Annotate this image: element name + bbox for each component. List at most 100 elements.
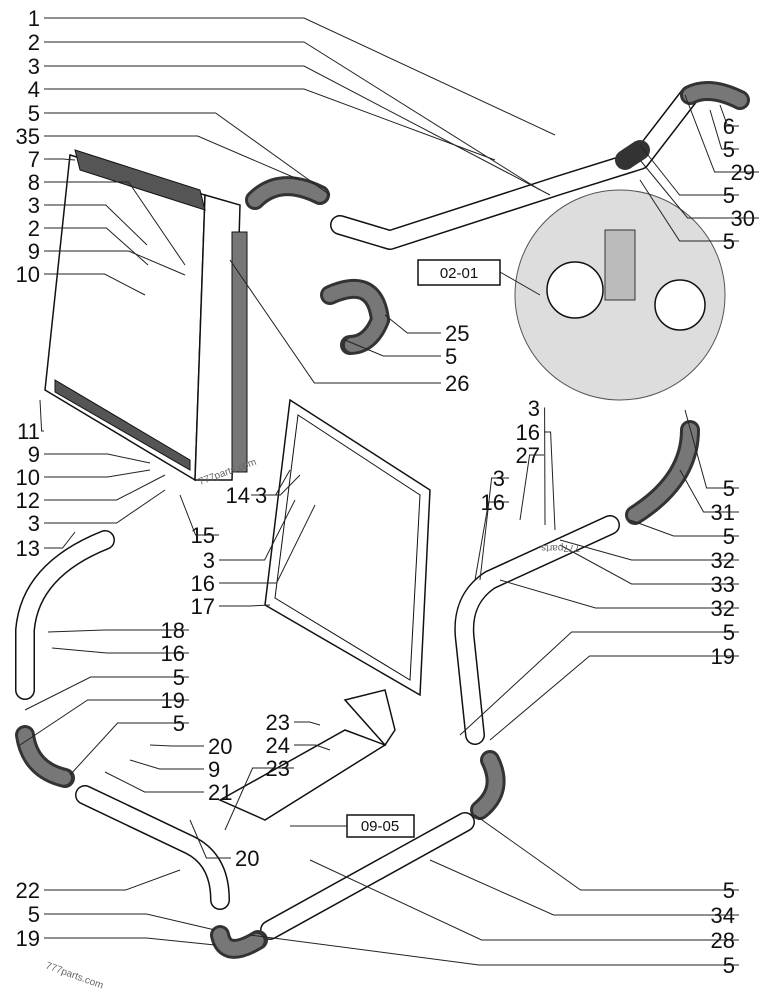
leader-line — [344, 339, 441, 357]
leader-line — [44, 65, 551, 196]
callout-number: 35 — [16, 124, 40, 149]
leader-line — [251, 474, 301, 496]
leader-line — [544, 431, 556, 531]
leader-line — [44, 453, 151, 464]
callouts: 1234535783291011910123131531617181651952… — [16, 6, 759, 978]
callout-number: 26 — [445, 371, 469, 396]
callout-number: 12 — [16, 488, 40, 513]
leader-line — [429, 859, 739, 916]
callout-number: 20 — [235, 846, 259, 871]
leader-line — [629, 519, 739, 537]
leader-line — [44, 204, 148, 246]
leader-line — [44, 227, 149, 266]
leader-line — [44, 469, 151, 478]
leader-line — [44, 273, 146, 296]
shroud-frame — [264, 398, 431, 697]
callout-number: 4 — [28, 77, 40, 102]
callout-number: 20 — [208, 734, 232, 759]
callout-number: 8 — [28, 170, 40, 195]
callout-number: 3 — [528, 396, 540, 421]
leader-line — [249, 934, 739, 966]
leader-line — [19, 699, 189, 746]
radiator — [44, 149, 248, 482]
leader-line — [294, 721, 321, 726]
leader-line — [499, 579, 739, 609]
ref-bracket-label: 09-05 — [361, 818, 399, 835]
leader-line — [294, 744, 331, 751]
leader-line — [44, 88, 496, 161]
engine — [514, 189, 726, 401]
callout-number: 22 — [16, 878, 40, 903]
leader-line — [24, 676, 189, 711]
leader-line — [719, 104, 739, 127]
callout-number: 17 — [191, 594, 215, 619]
callout-number: 19 — [16, 926, 40, 951]
leader-line — [474, 814, 739, 891]
leader-line — [684, 409, 739, 489]
leader-line — [44, 17, 556, 136]
callout-number: 25 — [445, 321, 469, 346]
watermark: 777parts.com — [44, 960, 105, 991]
leader-line — [129, 759, 204, 770]
leader-line — [559, 539, 739, 561]
leader-line — [44, 913, 216, 931]
callout-number: 14 — [226, 483, 250, 508]
leader-line — [219, 499, 296, 561]
leader-line — [44, 474, 166, 501]
leader-line — [709, 109, 739, 150]
callout-number: 13 — [16, 536, 40, 561]
callout-number: 9 — [28, 239, 40, 264]
callout-number: 7 — [28, 147, 40, 172]
leader-line — [479, 477, 509, 581]
leader-line — [229, 259, 441, 384]
seal-strip — [231, 231, 248, 473]
callout-number: 1 — [28, 6, 40, 31]
leader-line — [44, 158, 76, 161]
leader-line — [309, 859, 739, 941]
bracket — [218, 729, 387, 821]
leader-line — [149, 744, 204, 747]
leader-line — [51, 647, 189, 654]
leader-line — [559, 544, 739, 585]
leader-line — [679, 469, 739, 513]
leader-line — [69, 722, 189, 776]
leader-line — [44, 112, 331, 196]
callout-number: 23 — [266, 710, 290, 735]
leader-line — [219, 504, 316, 584]
leader-line — [489, 655, 739, 741]
callout-number: 9 — [28, 442, 40, 467]
callout-number: 10 — [16, 465, 40, 490]
callout-number: 16 — [191, 571, 215, 596]
callout-number: 10 — [16, 262, 40, 287]
callout-number: 3 — [28, 54, 40, 79]
leader-line — [544, 407, 546, 526]
leader-line — [44, 869, 181, 891]
leader-line — [44, 250, 186, 276]
leader-line — [639, 144, 739, 196]
leader-line — [384, 314, 441, 334]
leader-line — [219, 604, 271, 607]
ref-engine-label: 02-01 — [440, 265, 478, 282]
callout-number: 16 — [516, 420, 540, 445]
callout-number: 3 — [28, 511, 40, 536]
callout-number: 5 — [28, 902, 40, 927]
leader-line — [44, 41, 541, 191]
callout-number: 21 — [208, 780, 232, 805]
leader-line — [639, 159, 759, 219]
leader-line — [44, 489, 166, 524]
leader-line — [39, 399, 44, 432]
callout-number: 5 — [445, 344, 457, 369]
leader-line — [684, 94, 759, 173]
callout-number: 11 — [17, 419, 40, 444]
callout-number: 5 — [28, 101, 40, 126]
callout-number: 2 — [28, 30, 40, 55]
callout-number: 3 — [28, 193, 40, 218]
leader-line — [104, 771, 204, 793]
leader-line — [189, 819, 231, 859]
leader-line — [47, 629, 189, 633]
callout-number: 2 — [28, 216, 40, 241]
leader-line — [519, 454, 544, 521]
watermark: 777parts — [541, 542, 580, 553]
